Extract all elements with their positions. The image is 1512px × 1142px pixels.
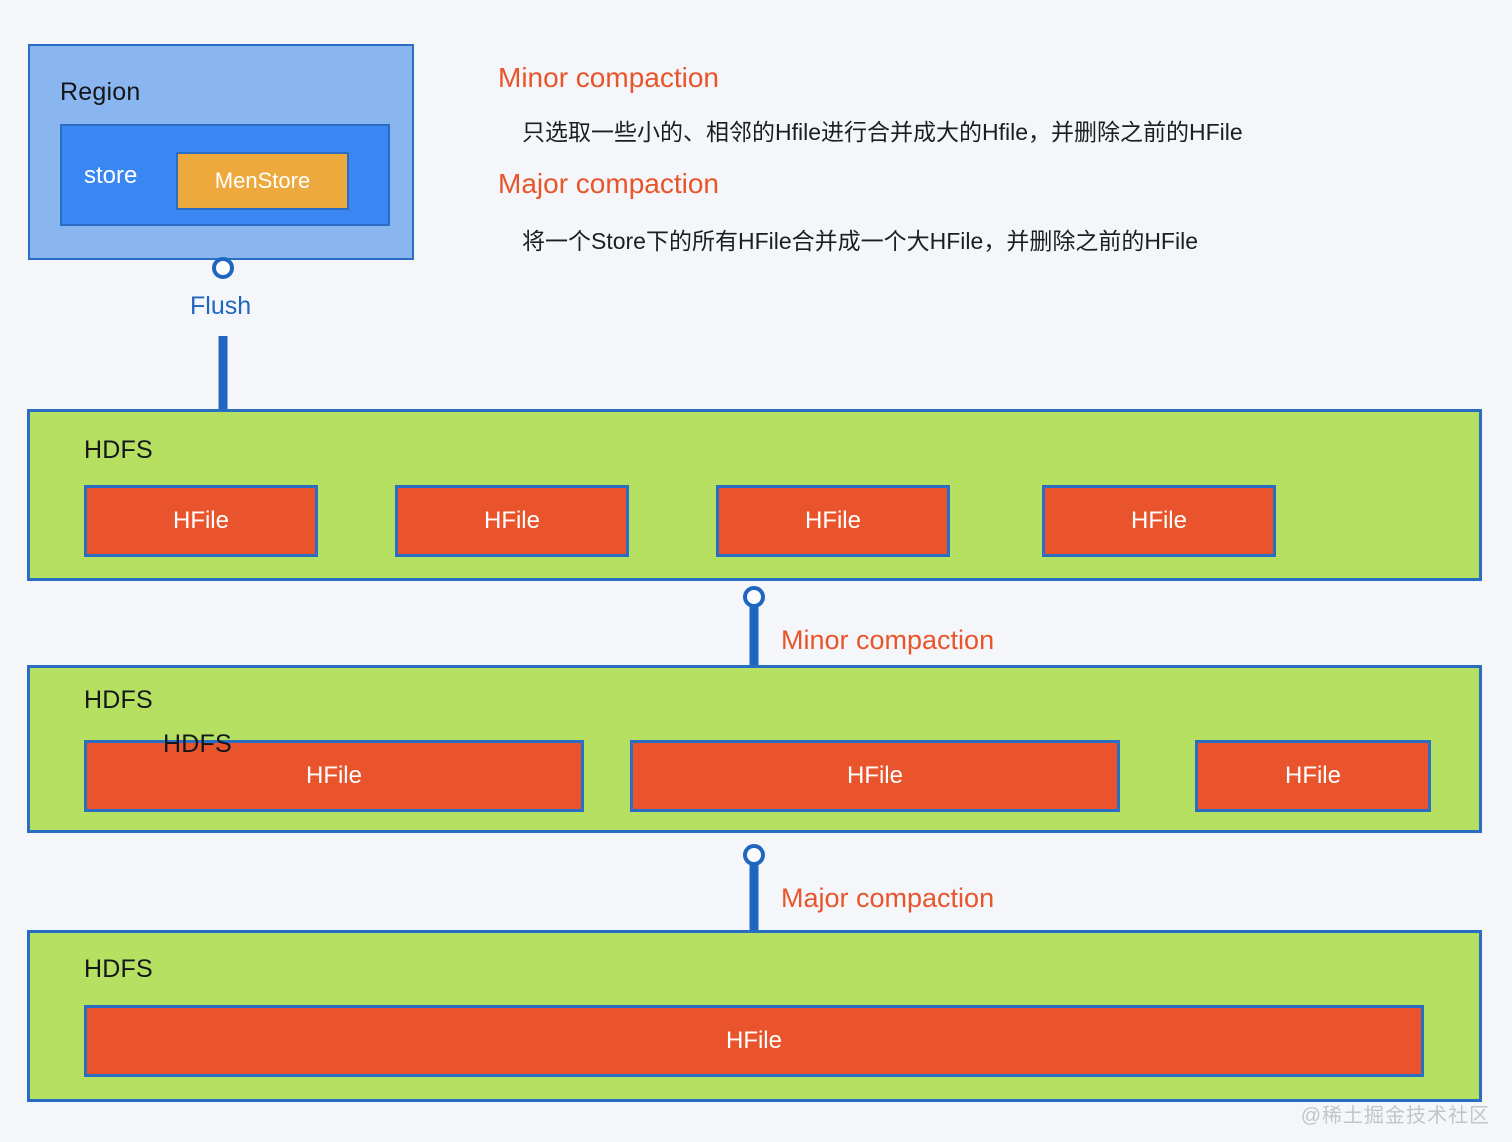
hfile-box: HFile [1195, 740, 1431, 812]
hfile-label: HFile [1284, 762, 1341, 789]
hfile-label: HFile [305, 762, 362, 789]
menstore-box: MenStore [176, 152, 349, 210]
store-box: store MenStore [60, 124, 390, 226]
legend-major-body: 将一个Store下的所有HFile合并成一个大HFile，并删除之前的HFile [522, 228, 1198, 254]
major-compaction-label: Major compaction [781, 883, 995, 913]
legend-minor-body: 只选取一些小的、相邻的Hfile进行合并成大的Hfile，并删除之前的HFile [522, 119, 1243, 145]
minor-arrow-shaft [749, 607, 759, 687]
hdfs-band-2: HDFS HFile HDFS HFile HFile [27, 665, 1482, 833]
store-label: store [84, 162, 138, 189]
hfile-box: HFile [84, 1005, 1424, 1077]
hfile-label: HFile [846, 762, 903, 789]
hdfs-band-1-label: HDFS [84, 436, 153, 464]
hdfs-band-3-label: HDFS [84, 955, 153, 983]
flush-arrow-shaft [218, 336, 228, 434]
flush-knob-icon [212, 257, 234, 279]
hfile-box: HFile [1042, 485, 1276, 557]
hfile-box: HFile [395, 485, 629, 557]
hfile-box: HFile [84, 740, 584, 812]
hfile-label: HFile [725, 1027, 782, 1054]
hdfs-band-1: HDFS HFile HFile HFile HFile [27, 409, 1482, 581]
watermark: @稀土掘金技术社区 [1300, 1105, 1490, 1127]
legend-major-title: Major compaction [498, 168, 719, 199]
hdfs-band-2-stray-label: HDFS [163, 730, 232, 758]
hfile-box: HFile [716, 485, 950, 557]
major-knob-icon [743, 844, 765, 866]
menstore-label: MenStore [214, 168, 311, 193]
legend-minor-title: Minor compaction [498, 62, 719, 93]
minor-compaction-label: Minor compaction [781, 625, 995, 655]
hfile-box: HFile [630, 740, 1120, 812]
major-arrow-shaft [749, 865, 759, 947]
region-box: Region store MenStore [28, 44, 414, 260]
hfile-label: HFile [804, 507, 861, 534]
hdfs-band-3: HDFS HFile [27, 930, 1482, 1102]
flush-label: Flush [190, 292, 252, 320]
hdfs-band-2-label: HDFS [84, 686, 153, 714]
hfile-label: HFile [172, 507, 229, 534]
hfile-label: HFile [1130, 507, 1187, 534]
minor-knob-icon [743, 586, 765, 608]
hfile-box: HFile [84, 485, 318, 557]
region-label: Region [60, 78, 141, 106]
hfile-label: HFile [483, 507, 540, 534]
